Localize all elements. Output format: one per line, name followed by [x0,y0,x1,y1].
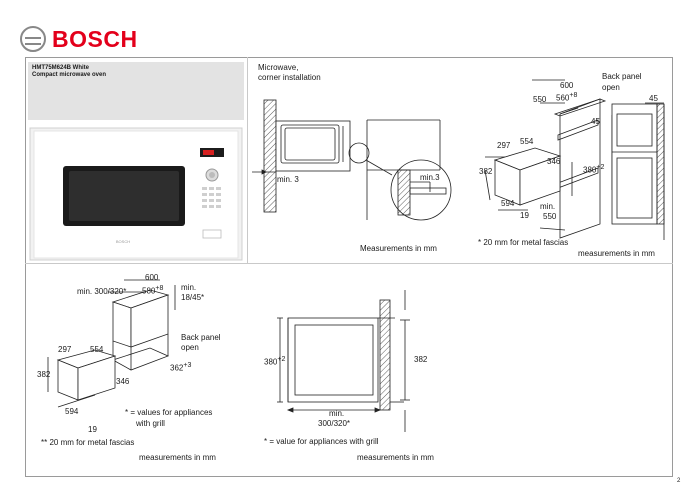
wall-dim-594: 594 [65,407,79,416]
tall-dim-380: 380+2 [583,164,605,175]
tall-dim-min550-b: 550 [543,212,557,221]
corner-units: Measurements in mm [360,244,437,253]
page-number: 2 [677,478,681,484]
wall-dim-346: 346 [116,377,130,386]
wall-note-values-2: with grill [136,419,165,428]
panel-divider-horizontal [25,263,673,264]
tall-dim-600: 600 [560,81,574,90]
wall-dim-297: 297 [58,345,72,354]
wall-dim-19: 19 [88,425,97,434]
tall-dim-297: 297 [497,141,511,150]
svg-text:BOSCH: BOSCH [116,239,130,244]
tall-dim-19: 19 [520,211,529,220]
wall-dim-554: 554 [90,345,104,354]
tall-dim-45-a: 45 [649,94,658,103]
tall-back-panel-2: open [602,83,620,92]
tall-dim-346: 346 [547,157,561,166]
tall-dim-550: 550 [533,95,547,104]
corner-installation-drawing [252,99,452,221]
product-model: HMT75M624B White [32,65,90,71]
tall-note: * 20 mm for metal fascias [478,238,569,247]
wall-note-metal: ** 20 mm for metal fascias [41,438,135,447]
product-description: Compact microwave oven [32,72,107,78]
tall-dim-min550: min. [540,202,556,211]
side-units: measurements in mm [357,453,434,462]
tall-back-panel-1: Back panel [602,72,642,81]
corner-dim-min3-detail: min.3 [420,173,440,182]
side-note: * = value for appliances with grill [264,437,379,446]
wall-dim-min18: min. [181,283,197,292]
brand-name: BOSCH [52,25,138,52]
tall-dim-45-b: 45 [591,117,600,126]
tall-units: measurements in mm [578,249,655,258]
wall-dim-min18-b: 18/45* [181,293,205,302]
corner-title-line2: corner installation [258,73,321,82]
tall-dim-554: 554 [520,137,534,146]
product-header: HMT75M624B White Compact microwave oven [28,62,244,120]
wall-back-panel-2: open [181,343,199,352]
side-dim-min: min. [329,409,345,418]
corner-title-line1: Microwave, [258,63,299,72]
wall-dim-580: 580+8 [142,285,164,296]
tall-dim-560: 560+8 [556,92,578,103]
side-section-drawing [277,290,410,432]
wall-dim-382: 382 [37,370,51,379]
brand-logo: BOSCH [20,25,138,53]
tall-dim-594: 594 [501,199,515,208]
wall-dim-362: 362+3 [170,362,192,373]
wall-units: measurements in mm [139,453,216,462]
bosch-armature-icon [20,26,46,52]
wall-cabinet-drawing [47,279,176,408]
wall-dim-600: 600 [145,273,159,282]
product-photo: BOSCH [29,127,243,261]
tall-cabinet-drawing [484,79,665,240]
side-dim-380: 380+2 [264,356,286,367]
side-dim-382: 382 [414,355,428,364]
corner-dim-min3: min. 3 [277,175,299,184]
wall-dim-min300: min. 300/320* [77,287,127,296]
side-dim-min-b: 300/320* [318,419,351,428]
spec-sheet-frame [25,57,673,477]
wall-note-values-1: * = values for appliances [125,408,213,417]
panel-divider-vertical [247,57,248,263]
tall-dim-382: 382 [479,167,493,176]
wall-back-panel-1: Back panel [181,333,221,342]
